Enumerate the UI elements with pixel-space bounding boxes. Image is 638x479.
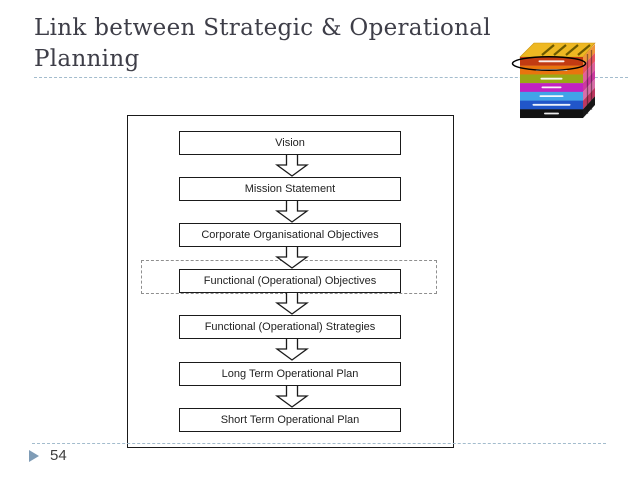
- down-arrow-icon: [275, 247, 309, 269]
- flow-box-mission-statement: Mission Statement: [179, 177, 401, 201]
- down-arrow-icon: [275, 339, 309, 361]
- down-arrow-icon: [275, 201, 309, 223]
- diagram-frame: [127, 115, 454, 448]
- flow-box-long-term-operational-plan: Long Term Operational Plan: [179, 362, 401, 386]
- title-divider-line: [34, 77, 628, 78]
- down-arrow-icon: [275, 293, 309, 315]
- flow-box-corporate-organisational-objectives: Corporate Organisational Objectives: [179, 223, 401, 247]
- slide-title: Link between Strategic & Operational Pla…: [34, 13, 554, 75]
- flow-box-functional-operational-strategies: Functional (Operational) Strategies: [179, 315, 401, 339]
- slide-title-line-1: Link between Strategic & Operational: [34, 15, 491, 41]
- footer-divider-line: [32, 443, 606, 444]
- flow-box-vision: Vision: [179, 131, 401, 155]
- page-number: 54: [50, 447, 67, 464]
- slide-title-line-2: Planning: [34, 46, 140, 72]
- layered-cube-image: [511, 42, 596, 119]
- down-arrow-icon: [275, 386, 309, 408]
- flow-box-functional-operational-objectives: Functional (Operational) Objectives: [179, 269, 401, 293]
- cube-highlight-ellipse: [511, 55, 587, 72]
- down-arrow-icon: [275, 155, 309, 177]
- flow-box-short-term-operational-plan: Short Term Operational Plan: [179, 408, 401, 432]
- page-bullet-icon: [29, 450, 39, 462]
